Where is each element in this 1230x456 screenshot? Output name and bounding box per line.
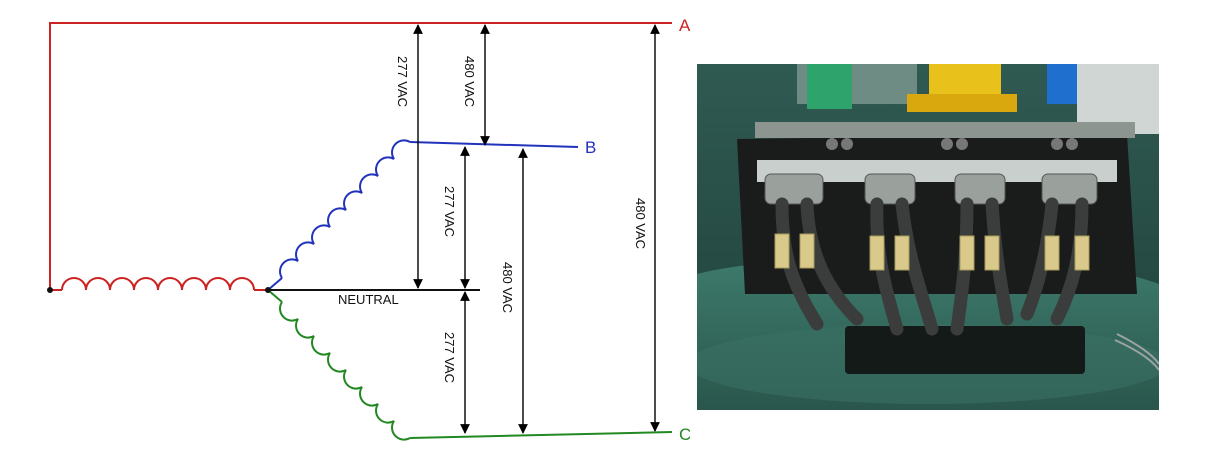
phase-b-label: B bbox=[585, 138, 596, 157]
neutral-node bbox=[265, 287, 271, 293]
phase-a-wiring bbox=[49, 22, 672, 291]
voltage-label-b-c: 480 VAC bbox=[500, 262, 515, 313]
voltage-label-a-b: 480 VAC bbox=[462, 56, 477, 107]
wiring-diagram: A B C NEUTRAL 277 VAC 480 VAC 277 VAC 48… bbox=[47, 16, 690, 444]
phase-a-label: A bbox=[679, 16, 690, 35]
voltage-label-b-neutral: 277 VAC bbox=[442, 186, 457, 237]
phase-c-label: C bbox=[679, 425, 690, 444]
voltage-label-a-c: 480 VAC bbox=[633, 198, 648, 249]
voltage-arrows bbox=[413, 24, 660, 434]
terminal-block-photo bbox=[697, 64, 1159, 410]
phase-c-wiring bbox=[267, 289, 673, 441]
voltage-label-a-neutral: 277 VAC bbox=[395, 56, 410, 107]
phase-a-end-node bbox=[47, 287, 53, 293]
phase-b-wiring bbox=[267, 139, 579, 291]
terminal-block-illustration bbox=[697, 64, 1159, 410]
voltage-label-neutral-c: 277 VAC bbox=[442, 332, 457, 383]
neutral-label: NEUTRAL bbox=[338, 292, 399, 307]
